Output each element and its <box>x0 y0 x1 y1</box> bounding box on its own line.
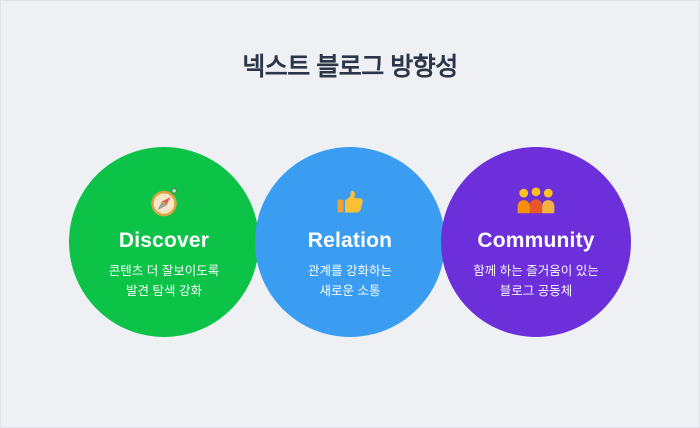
circle-description-line2: 새로운 소통 <box>319 283 381 298</box>
circle-title: Relation <box>307 229 393 253</box>
people-icon <box>515 183 557 219</box>
circle-title: Discover <box>118 229 210 253</box>
circle-description-line2: 블로그 공동체 <box>499 283 573 298</box>
circle-discover: Discover 콘텐츠 더 잘보이도록 발견 탐색 강화 <box>69 147 259 337</box>
circle-description-line2: 발견 탐색 강화 <box>126 283 202 298</box>
circles-row: Discover 콘텐츠 더 잘보이도록 발견 탐색 강화 Relation 관… <box>1 147 699 337</box>
thumbs-up-icon <box>334 183 367 219</box>
circle-description: 콘텐츠 더 잘보이도록 발견 탐색 강화 <box>109 262 219 301</box>
circle-relation: Relation 관계를 강화하는 새로운 소통 <box>255 147 445 337</box>
circle-community: Community 함께 하는 즐거움이 있는 블로그 공동체 <box>441 147 631 337</box>
circle-description-line1: 관계를 강화하는 <box>308 264 392 279</box>
circle-description-line1: 함께 하는 즐거움이 있는 <box>473 264 599 279</box>
circle-description: 관계를 강화하는 새로운 소통 <box>308 262 392 301</box>
page-title: 넥스트 블로그 방향성 <box>242 53 458 81</box>
circle-description-line1: 콘텐츠 더 잘보이도록 <box>108 264 220 279</box>
circle-description: 함께 하는 즐거움이 있는 블로그 공동체 <box>473 262 598 301</box>
compass-icon <box>147 183 181 219</box>
circle-title: Community <box>477 229 595 253</box>
